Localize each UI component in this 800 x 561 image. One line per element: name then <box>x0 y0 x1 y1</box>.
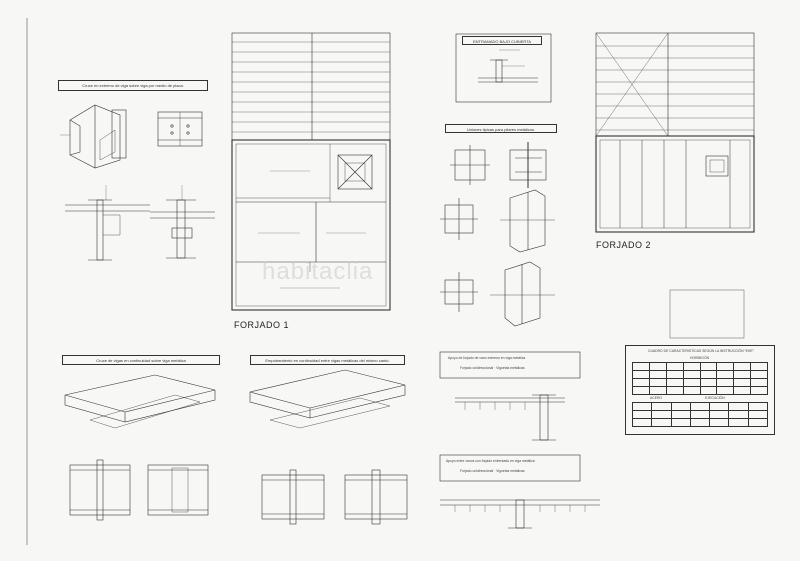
forjado-2-label: FORJADO 2 <box>596 240 652 250</box>
spec-table-frame <box>625 345 775 435</box>
forjado-2-plan <box>595 32 755 233</box>
detail-2-drawing <box>455 33 552 103</box>
detail-7-title: Apoyo entre vanos con forjado enfrentado… <box>446 459 535 463</box>
detail-3-drawing <box>440 142 555 327</box>
detail-5-drawing <box>249 369 408 525</box>
spec-table-acero: ACERO <box>650 396 663 400</box>
detail-3-title: Uniones tipicas para pilares metálicos. <box>445 124 557 133</box>
forjado-1-label: FORJADO 1 <box>234 320 290 330</box>
detail-1-drawing <box>60 104 215 261</box>
detail-6-drawing <box>439 351 581 441</box>
spec-table-ejecucion: EJECUCIÓN <box>705 396 725 400</box>
notes-block <box>669 289 745 339</box>
spec-table-title: CUADRO DE CARACTERISTICAS SEGÚN LA INSTR… <box>648 349 754 353</box>
detail-4-title: Cruce de vigas en continuidad sobre viga… <box>62 355 220 365</box>
detail-6-title: Apoyo de forjado de vano extremo en viga… <box>448 356 526 360</box>
watermark: habitaclia <box>262 258 374 285</box>
detail-7-drawing <box>439 454 600 529</box>
detail-4-drawing <box>64 374 216 521</box>
detail-2-title: ENTRAMADO BAJO CUBIERTA <box>462 36 542 45</box>
spec-table-grid-2 <box>631 402 769 427</box>
spec-table-grid <box>632 362 768 395</box>
detail-6-subtitle: Forjado unidireccional · Viguetas metáli… <box>460 366 525 370</box>
spec-table-hormigon: HORMIGÓN <box>690 356 710 360</box>
detail-5-title: Empotramiento en continuidad entre vigas… <box>250 355 405 365</box>
detail-1-title: Cruce en extremo de viga sobre viga por … <box>58 80 208 91</box>
forjado-1-plan <box>231 32 391 311</box>
detail-7-subtitle: Forjado unidireccional · Viguetas metáli… <box>460 469 525 473</box>
